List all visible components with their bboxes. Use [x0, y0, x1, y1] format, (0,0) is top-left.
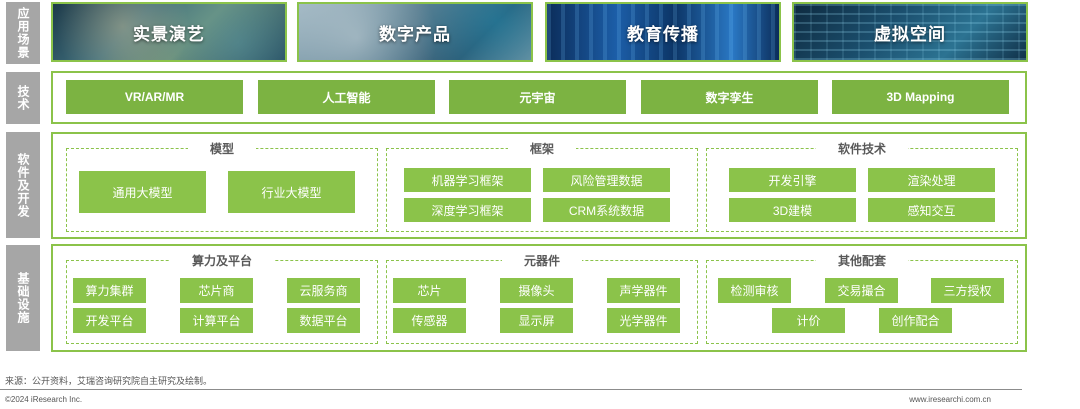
source-note: 来源：公开资料，艾瑞咨询研究院自主研究及绘制。	[5, 376, 213, 386]
others-item-2: 交易撮合	[825, 278, 898, 303]
compute-item-4: 开发平台	[73, 308, 146, 333]
group-framework-title: 框架	[507, 142, 576, 156]
side-label-infra-text: 基础设施	[16, 272, 30, 324]
group-software-tech: 软件技术	[706, 142, 1018, 232]
app-tile-2: 数字产品	[297, 2, 533, 62]
compute-item-1: 算力集群	[73, 278, 146, 303]
tech-item-1: VR/AR/MR	[66, 80, 243, 114]
group-compute-title: 算力及平台	[169, 254, 274, 268]
group-others: 其他配套	[706, 254, 1018, 344]
app-tile-2-image	[299, 4, 531, 60]
others-item-4: 计价	[772, 308, 845, 333]
components-item-2: 摄像头	[500, 278, 573, 303]
framework-item-2: 风险管理数据	[543, 168, 670, 192]
side-label-application-text: 应用场景	[16, 7, 30, 59]
compute-item-3: 云服务商	[287, 278, 360, 303]
app-tile-1: 实景演艺	[51, 2, 287, 62]
tech-item-4: 数字孪生	[641, 80, 818, 114]
tech-panel	[51, 71, 1027, 124]
group-others-title: 其他配套	[815, 254, 908, 268]
model-item-1: 通用大模型	[79, 171, 206, 213]
components-item-3: 声学器件	[607, 278, 680, 303]
software-tech-item-1: 开发引擎	[729, 168, 856, 192]
tech-item-5: 3D Mapping	[832, 80, 1009, 114]
components-item-5: 显示屏	[500, 308, 573, 333]
tech-item-3: 元宇宙	[449, 80, 626, 114]
components-item-6: 光学器件	[607, 308, 680, 333]
app-tile-4-image	[794, 4, 1026, 60]
compute-item-5: 计算平台	[180, 308, 253, 333]
framework-item-4: CRM系统数据	[543, 198, 670, 222]
side-label-application: 应用场景	[6, 2, 40, 64]
app-tile-1-image	[53, 4, 285, 60]
app-tile-3-image	[547, 4, 779, 60]
compute-item-2: 芯片商	[180, 278, 253, 303]
side-label-tech: 技术	[6, 72, 40, 124]
software-tech-item-2: 渲染处理	[868, 168, 995, 192]
group-components-title: 元器件	[501, 254, 582, 268]
group-components: 元器件	[386, 254, 698, 344]
app-tile-1-label: 实景演艺	[133, 24, 205, 44]
infra-panel	[51, 244, 1027, 352]
others-item-3: 三方授权	[931, 278, 1004, 303]
app-tile-4: 虚拟空间	[792, 2, 1028, 62]
others-item-1: 检测审核	[718, 278, 791, 303]
components-item-4: 传感器	[393, 308, 466, 333]
copyright: ©2024 iResearch Inc.	[5, 395, 83, 404]
app-tile-3-label: 教育传播	[627, 24, 699, 44]
app-tile-2-label: 数字产品	[379, 24, 451, 44]
group-framework: 框架	[386, 142, 698, 232]
app-tile-3: 教育传播	[545, 2, 781, 62]
framework-item-1: 机器学习框架	[404, 168, 531, 192]
group-model-title: 模型	[187, 142, 256, 156]
side-label-software: 软件及开发	[6, 132, 40, 238]
footer-divider	[0, 389, 1022, 390]
components-item-1: 芯片	[393, 278, 466, 303]
group-software-tech-title: 软件技术	[815, 142, 908, 156]
software-tech-item-4: 感知交互	[868, 198, 995, 222]
framework-item-3: 深度学习框架	[404, 198, 531, 222]
side-label-infra: 基础设施	[6, 245, 40, 351]
software-tech-item-3: 3D建模	[729, 198, 856, 222]
tech-item-2: 人工智能	[258, 80, 435, 114]
software-panel	[51, 132, 1027, 239]
group-model: 模型	[66, 142, 378, 232]
app-tile-4-label: 虚拟空间	[874, 24, 946, 44]
compute-item-6: 数据平台	[287, 308, 360, 333]
side-label-tech-text: 技术	[16, 85, 30, 111]
others-item-5: 创作配合	[879, 308, 952, 333]
side-label-software-text: 软件及开发	[16, 152, 30, 218]
model-item-2: 行业大模型	[228, 171, 355, 213]
group-compute: 算力及平台	[66, 254, 378, 344]
website-link: www.iresearchi.com.cn	[909, 395, 991, 404]
